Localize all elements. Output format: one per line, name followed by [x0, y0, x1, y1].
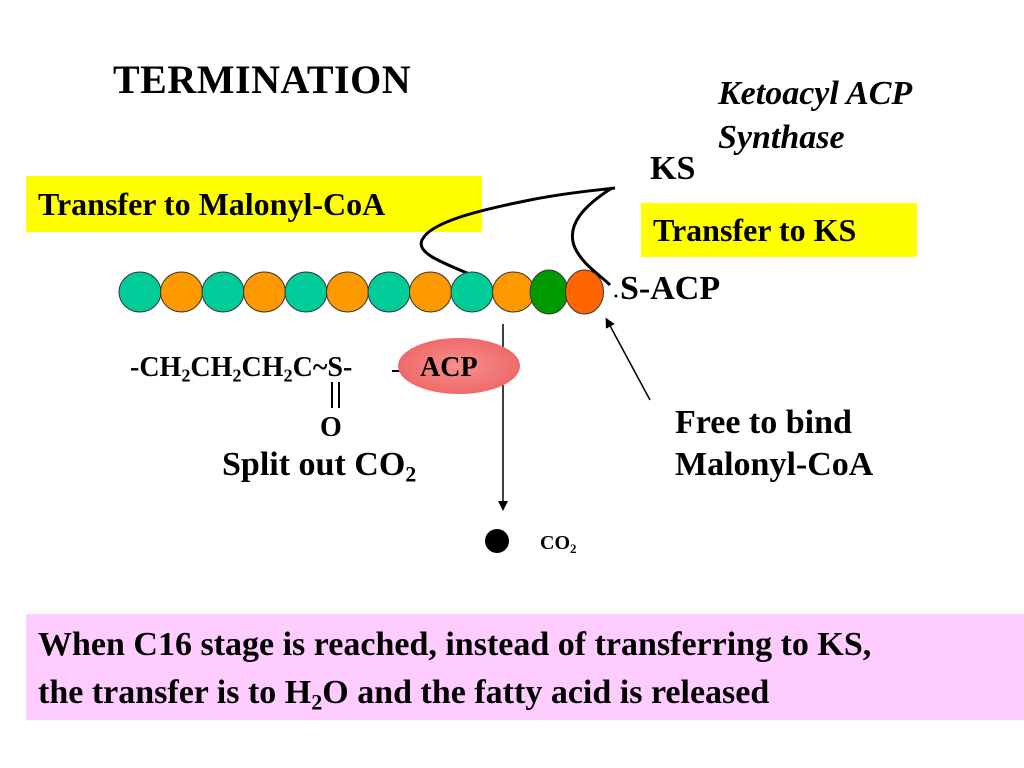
split-sub: 2 [405, 461, 417, 487]
formula-sub1: 2 [181, 365, 191, 386]
ks-label: KS [650, 150, 696, 187]
transfer-curve-left [419, 186, 616, 284]
acp-blob [398, 338, 520, 394]
chain-unit [118, 271, 162, 313]
split-co2-label: Split out CO2 [222, 446, 417, 487]
chain-unit [450, 271, 494, 313]
chain-unit [492, 271, 535, 313]
split-text: Split out CO [222, 446, 406, 483]
s-acp-label: S-ACP [620, 270, 721, 307]
chain-formula: -CH2CH2CH2C~S- [130, 352, 353, 386]
transfer-curve-right [570, 186, 613, 287]
note-line2-a: the transfer is to H [38, 674, 312, 711]
formula-part3: CH [241, 352, 284, 383]
fatty-acid-chain [118, 269, 604, 315]
transfer-malonyl-box: Transfer to Malonyl-CoA [26, 176, 482, 232]
co2-sub: 2 [570, 540, 577, 556]
formula-part1: -CH [130, 352, 182, 383]
bond-dot [614, 294, 618, 298]
note-line2-sub: 2 [311, 689, 323, 715]
enzyme-name: Ketoacyl ACP Synthase [718, 72, 912, 160]
slide-title: TERMINATION [113, 57, 412, 102]
free-arrow [605, 317, 651, 401]
formula-sub3: 2 [283, 365, 293, 386]
formula-part4: C~S- [292, 352, 353, 383]
chain-unit [409, 271, 452, 313]
free-line2: Malonyl-CoA [675, 446, 874, 483]
note-line2: the transfer is to H2O and the fatty aci… [38, 669, 1024, 717]
chain-unit [529, 269, 569, 315]
chain-unit [565, 269, 604, 315]
co2-text: CO [540, 532, 570, 554]
note-line1: When C16 stage is reached, instead of tr… [38, 626, 872, 663]
acp-label: ACP [420, 352, 478, 383]
oxygen-label: O [320, 412, 342, 443]
formula-sub2: 2 [232, 365, 242, 386]
transfer-ks-box: Transfer to KS [641, 203, 917, 257]
chain-unit [243, 271, 286, 313]
chain-unit [326, 271, 369, 313]
chain-unit [201, 271, 245, 313]
co2-label: CO2 [540, 532, 577, 555]
free-line1: Free to bind [675, 404, 852, 441]
chain-unit [284, 271, 328, 313]
chain-unit [160, 271, 203, 313]
note-line2-b: O and the fatty acid is released [322, 674, 770, 711]
chain-unit [367, 271, 411, 313]
enzyme-name-line1: Ketoacyl ACP [718, 75, 913, 112]
co2-dot [485, 529, 509, 553]
enzyme-name-line2: Synthase [718, 119, 845, 156]
free-to-bind-label: Free to bind Malonyl-CoA [675, 402, 873, 486]
summary-note: When C16 stage is reached, instead of tr… [26, 614, 1024, 720]
formula-part2: CH [190, 352, 233, 383]
